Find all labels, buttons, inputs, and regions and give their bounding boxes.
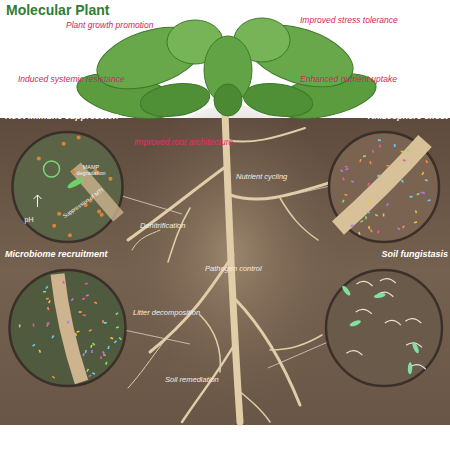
benefit-label: Improved root architecture	[134, 138, 233, 147]
soil-process-label: Nutrient cycling	[236, 173, 287, 181]
benefit-label: Enhanced nutrient uptake	[300, 75, 397, 84]
leader-lines	[122, 186, 330, 368]
circle-outline	[5, 250, 130, 388]
benefit-label: Improved stress tolerance	[300, 16, 398, 25]
microbe-detail	[338, 139, 431, 235]
circle-heading: Rhizosphere effect	[320, 112, 448, 122]
zoom-circle: Soil fungistasis	[320, 250, 448, 388]
benefit-label: Induced systemic resistance	[18, 75, 125, 84]
microbe-detail	[34, 135, 119, 237]
circle-border	[326, 270, 442, 386]
circle-border	[329, 132, 439, 242]
root-system	[128, 112, 332, 422]
circle-heading: Microbiome recruitment	[5, 250, 130, 260]
microbe-detail	[19, 274, 122, 382]
zoom-circle: Rhizosphere effect	[320, 112, 448, 244]
journal-title: Molecular Plant	[6, 3, 109, 18]
zoom-circle: Root immune suppressionMAMP degradationS…	[5, 112, 130, 244]
soil-process-label: Pathogen control	[205, 265, 262, 273]
circle-heading: Root immune suppression	[5, 112, 130, 122]
circle-heading: Soil fungistasis	[320, 250, 448, 260]
microbe-detail	[341, 279, 426, 375]
circle-outline	[5, 112, 130, 244]
rhizosphere-glow	[112, 105, 352, 435]
circle-border	[10, 270, 126, 386]
circle-outline	[320, 112, 448, 244]
leaf-rosette	[73, 13, 380, 126]
inset-label: MAMP degradation	[71, 164, 111, 176]
circle-outline	[320, 250, 448, 388]
soil-process-label: Denitrification	[140, 222, 185, 230]
benefit-label: Plant growth promotion	[66, 21, 153, 30]
inset-label: pH	[19, 216, 39, 224]
circle-border	[13, 132, 123, 242]
zoom-circle: Microbiome recruitment	[5, 250, 130, 388]
soil-process-label: Soil remediation	[165, 376, 219, 384]
soil-process-label: Litter decomposition	[133, 309, 200, 317]
